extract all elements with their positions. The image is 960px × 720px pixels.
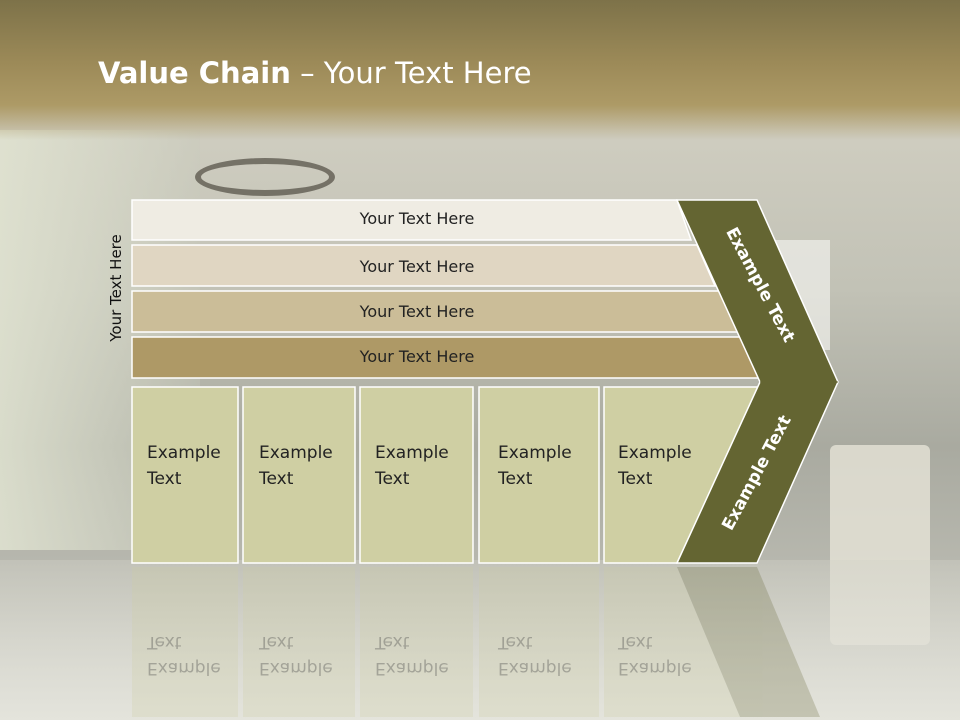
bar-1[interactable] [131, 199, 693, 241]
background-rug [0, 560, 960, 720]
box-2-reflection-line2: Text [259, 632, 294, 652]
title-band [0, 0, 960, 140]
box-5-reflection-label: Example Text [618, 629, 692, 681]
slide-title: Value Chain – Your Text Here [98, 56, 532, 90]
box-4-line2: Text [498, 469, 533, 489]
box-4-line1: Example [498, 443, 572, 463]
box-5-reflection [604, 567, 740, 717]
chevron-reflection [677, 567, 820, 717]
box-1[interactable] [131, 386, 239, 564]
bar-4-label: Your Text Here [359, 347, 475, 366]
box-4-reflection-label: Example Text [498, 629, 572, 681]
box-4[interactable] [478, 386, 600, 564]
diagram-reflection [132, 567, 820, 717]
box-4-reflection-line2: Text [498, 632, 533, 652]
bar-3-label: Your Text Here [359, 302, 475, 321]
box-5-reflection-line1: Example [618, 658, 692, 678]
box-4-reflection [479, 567, 599, 717]
box-1-reflection-label: Example Text [147, 629, 221, 681]
box-2[interactable] [242, 386, 356, 564]
bar-2-label: Your Text Here [359, 257, 475, 276]
box-1-line1: Example [147, 443, 221, 463]
box-2-reflection-label: Example Text [259, 629, 333, 681]
bar-1-label: Your Text Here [359, 209, 475, 228]
box-5-line1: Example [618, 443, 692, 463]
box-2-line2: Text [259, 469, 294, 489]
box-1-reflection [132, 567, 238, 717]
box-3[interactable] [359, 386, 474, 564]
bar-2[interactable] [131, 244, 717, 287]
reflection-text-layer: Example Text Example Text Example Text Exam… [0, 567, 960, 717]
box-3-reflection-line1: Example [375, 658, 449, 678]
slide-title-rest: – Your Text Here [290, 56, 532, 90]
box-1-reflection-line1: Example [147, 658, 221, 678]
box-3-reflection-line2: Text [375, 632, 410, 652]
box-4-reflection-line1: Example [498, 658, 572, 678]
box-3-line2: Text [375, 469, 410, 489]
box-2-reflection-line1: Example [259, 658, 333, 678]
box-1-line2: Text [147, 469, 182, 489]
box-3-reflection-label: Example Text [375, 629, 449, 681]
box-5-reflection-line2: Text [618, 632, 653, 652]
box-3-line1: Example [375, 443, 449, 463]
box-3-reflection [360, 567, 473, 717]
box-1-reflection-line2: Text [147, 632, 182, 652]
box-2-line1: Example [259, 443, 333, 463]
slide-title-bold: Value Chain [98, 56, 291, 90]
background-ceiling-lamp [195, 158, 335, 196]
box-5-line2: Text [618, 469, 653, 489]
box-2-reflection [243, 567, 355, 717]
